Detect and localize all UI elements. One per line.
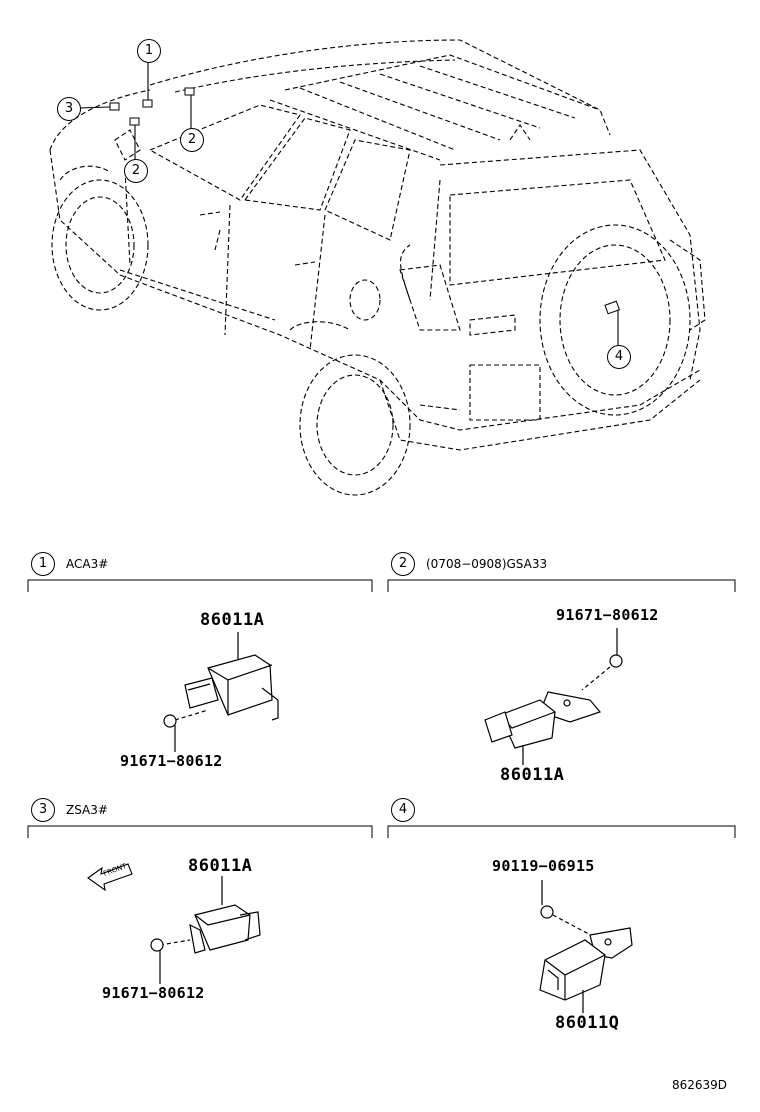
section-condition: (0708−0908)GSA33: [426, 557, 548, 571]
callout-3: 3: [57, 97, 81, 121]
bolt-part-number[interactable]: 91671−80612: [120, 752, 223, 770]
callout-2b: 2: [124, 159, 148, 183]
section-number: 2: [391, 552, 415, 576]
section-condition: ZSA3#: [66, 803, 108, 817]
callout-4: 4: [607, 345, 631, 369]
part-number[interactable]: 86011A: [188, 856, 253, 876]
section-number: 4: [391, 798, 415, 822]
section-condition: ACA3#: [66, 557, 109, 571]
callout-1: 1: [137, 39, 161, 63]
part-number[interactable]: 86011A: [200, 610, 265, 630]
car-overview-icon: [49, 39, 706, 496]
drawing-code: 862639D: [672, 1078, 728, 1092]
bolt-part-number[interactable]: 90119−06915: [492, 857, 595, 875]
section-number: 1: [31, 552, 55, 576]
part-number[interactable]: 86011Q: [555, 1013, 620, 1033]
callout-2a: 2: [180, 128, 204, 152]
section-number: 3: [31, 798, 55, 822]
part-number[interactable]: 86011A: [500, 765, 565, 785]
bolt-part-number[interactable]: 91671−80612: [102, 984, 205, 1002]
bolt-part-number[interactable]: 91671−80612: [556, 606, 659, 624]
